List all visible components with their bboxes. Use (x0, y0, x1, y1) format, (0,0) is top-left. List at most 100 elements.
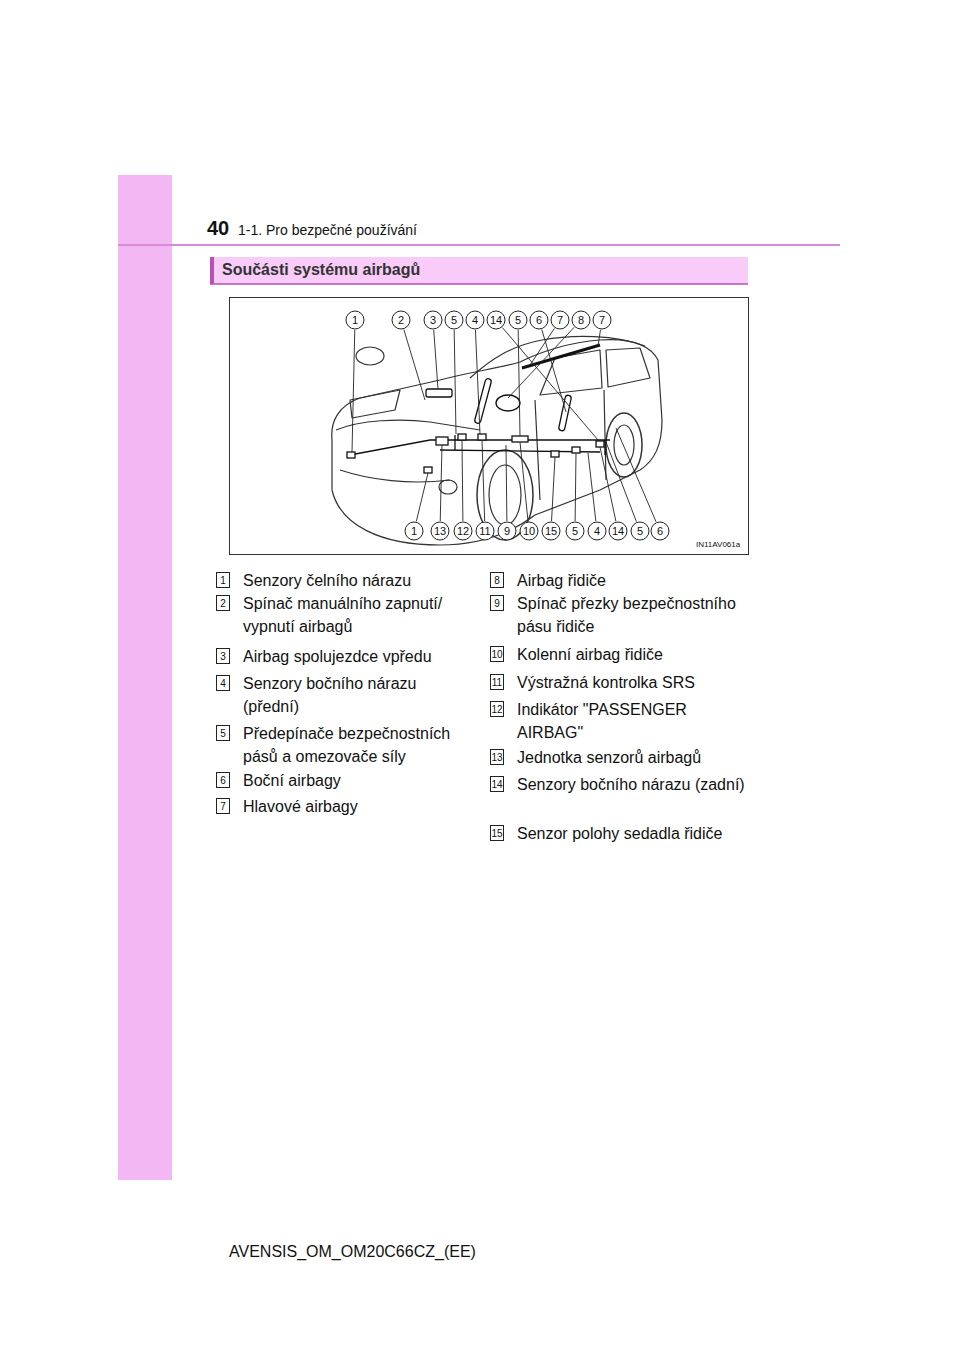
side-airbag-front (474, 378, 492, 424)
callout-circle (566, 522, 584, 540)
list-text: Senzory čelního nárazu (243, 569, 475, 592)
callout-circle (509, 311, 527, 329)
leader-line (434, 330, 438, 389)
list-text: Předepínače bezpečnostních pásů a omezov… (243, 722, 475, 768)
rear-door-window (606, 348, 650, 387)
leader-line (600, 447, 616, 521)
list-text: Senzor polohy sedadla řidiče (517, 822, 752, 845)
front-door-window (540, 350, 602, 395)
leader-line (598, 330, 600, 346)
list-text: Senzory bočního nárazu (přední) (243, 672, 475, 718)
leader-line (520, 442, 528, 521)
leader-line (404, 330, 425, 400)
callout-number: 4 (587, 523, 607, 539)
leader-line (530, 328, 554, 365)
knee-airbag (512, 436, 528, 442)
seat-sensor (551, 451, 559, 457)
bumper-line (340, 470, 450, 482)
callout-circle (487, 311, 505, 329)
leader-line (462, 440, 464, 521)
callout-number: 14 (486, 312, 506, 328)
list-number: 8 (490, 572, 504, 588)
callout-circle (466, 311, 484, 329)
callout-circle (593, 311, 611, 329)
leader-line (508, 327, 574, 398)
callout-number: 11 (475, 523, 495, 539)
list-number: 7 (216, 798, 230, 814)
callout-circle (530, 311, 548, 329)
figure-frame (230, 298, 749, 555)
leader-line (506, 445, 508, 521)
list-text: Výstražná kontrolka SRS (517, 671, 752, 694)
front-sensor (347, 452, 355, 458)
list-text: Spínač přezky bezpečnostního pásu řidiče (517, 592, 752, 638)
callout-number: 5 (508, 312, 528, 328)
list-number: 5 (216, 725, 230, 741)
callout-number: 3 (423, 312, 443, 328)
callout-number: 10 (519, 523, 539, 539)
grille (350, 390, 400, 418)
section-band-edge (210, 257, 214, 284)
callout-number: 7 (550, 312, 570, 328)
sensor (572, 447, 580, 453)
leader-line (440, 445, 442, 521)
leader-line (416, 473, 428, 521)
callout-number: 6 (529, 312, 549, 328)
list-number: 13 (490, 749, 504, 765)
callout-circle (651, 522, 669, 540)
callout-circle (498, 522, 516, 540)
callout-number: 1 (345, 312, 365, 328)
list-number: 11 (490, 674, 504, 690)
callout-circle (588, 522, 606, 540)
callout-circle (476, 522, 494, 540)
list-number: 6 (216, 772, 230, 788)
callout-number: 15 (541, 523, 561, 539)
car-body (332, 340, 662, 545)
list-number: 4 (216, 675, 230, 691)
list-number: 10 (490, 646, 504, 662)
callout-circle (551, 311, 569, 329)
callout-number: 9 (497, 523, 517, 539)
door-lines (535, 390, 606, 500)
callout-circle (424, 311, 442, 329)
callout-number: 7 (592, 312, 612, 328)
callout-circle (572, 311, 590, 329)
callout-circle (520, 522, 538, 540)
fog-lamp (439, 480, 457, 494)
sensor-unit (436, 437, 448, 445)
list-text: Spínač manuálního zapnutí/ vypnutí airba… (243, 592, 475, 638)
list-number: 14 (490, 776, 504, 792)
section-band (210, 257, 748, 284)
side-bar (118, 175, 172, 1180)
leader-line (482, 440, 485, 521)
side-airbag-rear (558, 395, 571, 431)
list-number: 15 (490, 825, 504, 841)
leader-line (454, 330, 456, 434)
callout-number: 13 (430, 523, 450, 539)
list-number: 3 (216, 648, 230, 664)
leader-line (616, 428, 656, 522)
callout-number: 6 (650, 523, 670, 539)
front-rim (489, 465, 521, 525)
list-text: Hlavové airbagy (243, 795, 475, 818)
leader-line (588, 453, 596, 521)
section-band-rule (210, 283, 748, 285)
leader-line (502, 328, 598, 440)
callout-circle (392, 311, 410, 329)
leader-line (518, 330, 520, 436)
rear-wheel (606, 413, 642, 477)
callout-circle (445, 311, 463, 329)
header-rule (118, 244, 840, 246)
list-number: 12 (490, 701, 504, 717)
leader-line (606, 442, 636, 522)
callout-circle (542, 522, 560, 540)
callout-number: 12 (453, 523, 473, 539)
figure-code: IN11AV061a (696, 540, 740, 549)
callout-number: 4 (465, 312, 485, 328)
callout-circle (631, 522, 649, 540)
callout-circle (405, 522, 423, 540)
callout-number: 2 (391, 312, 411, 328)
callout-number: 1 (404, 523, 424, 539)
section-title: Součásti systému airbagů (222, 261, 420, 279)
